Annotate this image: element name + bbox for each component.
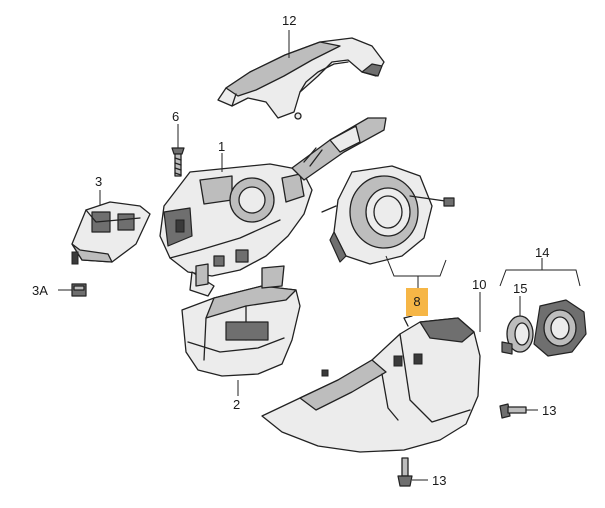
part-6-screw[interactable]	[171, 147, 185, 177]
callout-1: 1	[218, 139, 226, 154]
callout-13-lower: 13	[432, 473, 447, 488]
part-12-upper-trim-cover[interactable]	[217, 37, 385, 120]
callout-15: 15	[513, 281, 528, 296]
callout-10: 10	[472, 277, 487, 292]
callout-6: 6	[172, 109, 180, 124]
callout-3a: 3A	[32, 283, 48, 298]
part-13-screw-upper[interactable]	[499, 403, 527, 419]
callout-13-upper: 13	[542, 403, 557, 418]
part-3-wiper-switch[interactable]	[71, 201, 151, 265]
callout-14: 14	[535, 245, 550, 260]
callout-2: 2	[233, 397, 241, 412]
part-3a-clip[interactable]	[71, 283, 87, 297]
callout-12: 12	[282, 13, 297, 28]
part-2-switch-housing[interactable]	[181, 263, 301, 377]
callout-3: 3	[95, 174, 103, 189]
part-1-combination-switch[interactable]	[159, 117, 387, 297]
part-15-ring[interactable]	[501, 315, 534, 355]
part-10-lower-trim[interactable]	[261, 315, 481, 453]
part-8-clock-spring[interactable]	[321, 165, 455, 265]
part-14-lock-trim[interactable]	[533, 299, 587, 357]
part-13-screw-lower[interactable]	[397, 457, 413, 487]
callout-8-highlighted[interactable]: 8	[406, 288, 428, 316]
